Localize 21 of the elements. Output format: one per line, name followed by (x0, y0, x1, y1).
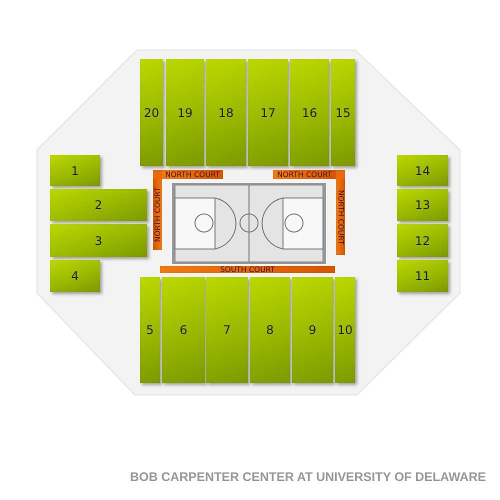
seating-section: 16 (290, 59, 329, 166)
seating-section: 9 (292, 277, 333, 383)
seating-section: 3 (50, 224, 147, 257)
seating-section: 2 (50, 189, 147, 221)
seating-section: 17 (248, 59, 288, 166)
seating-section: 4 (50, 260, 100, 292)
seating-section: 13 (397, 189, 448, 221)
seating-section: 1 (50, 155, 100, 186)
seating-section: 14 (397, 155, 448, 186)
seating-section: 7 (206, 277, 248, 383)
seating-section: 6 (162, 277, 205, 383)
seating-section: 12 (397, 224, 448, 257)
seating-section: 20 (140, 59, 163, 166)
seating-section: 19 (166, 59, 204, 166)
seating-section: 5 (140, 277, 160, 383)
seating-section: 11 (397, 260, 448, 292)
seating-section: 10 (335, 277, 355, 383)
seating-section: 8 (250, 277, 290, 383)
seating-section: 15 (331, 59, 355, 166)
seating-section: 18 (206, 59, 246, 166)
venue-caption: BOB CARPENTER CENTER AT UNIVERSITY OF DELAWARE (130, 470, 486, 484)
